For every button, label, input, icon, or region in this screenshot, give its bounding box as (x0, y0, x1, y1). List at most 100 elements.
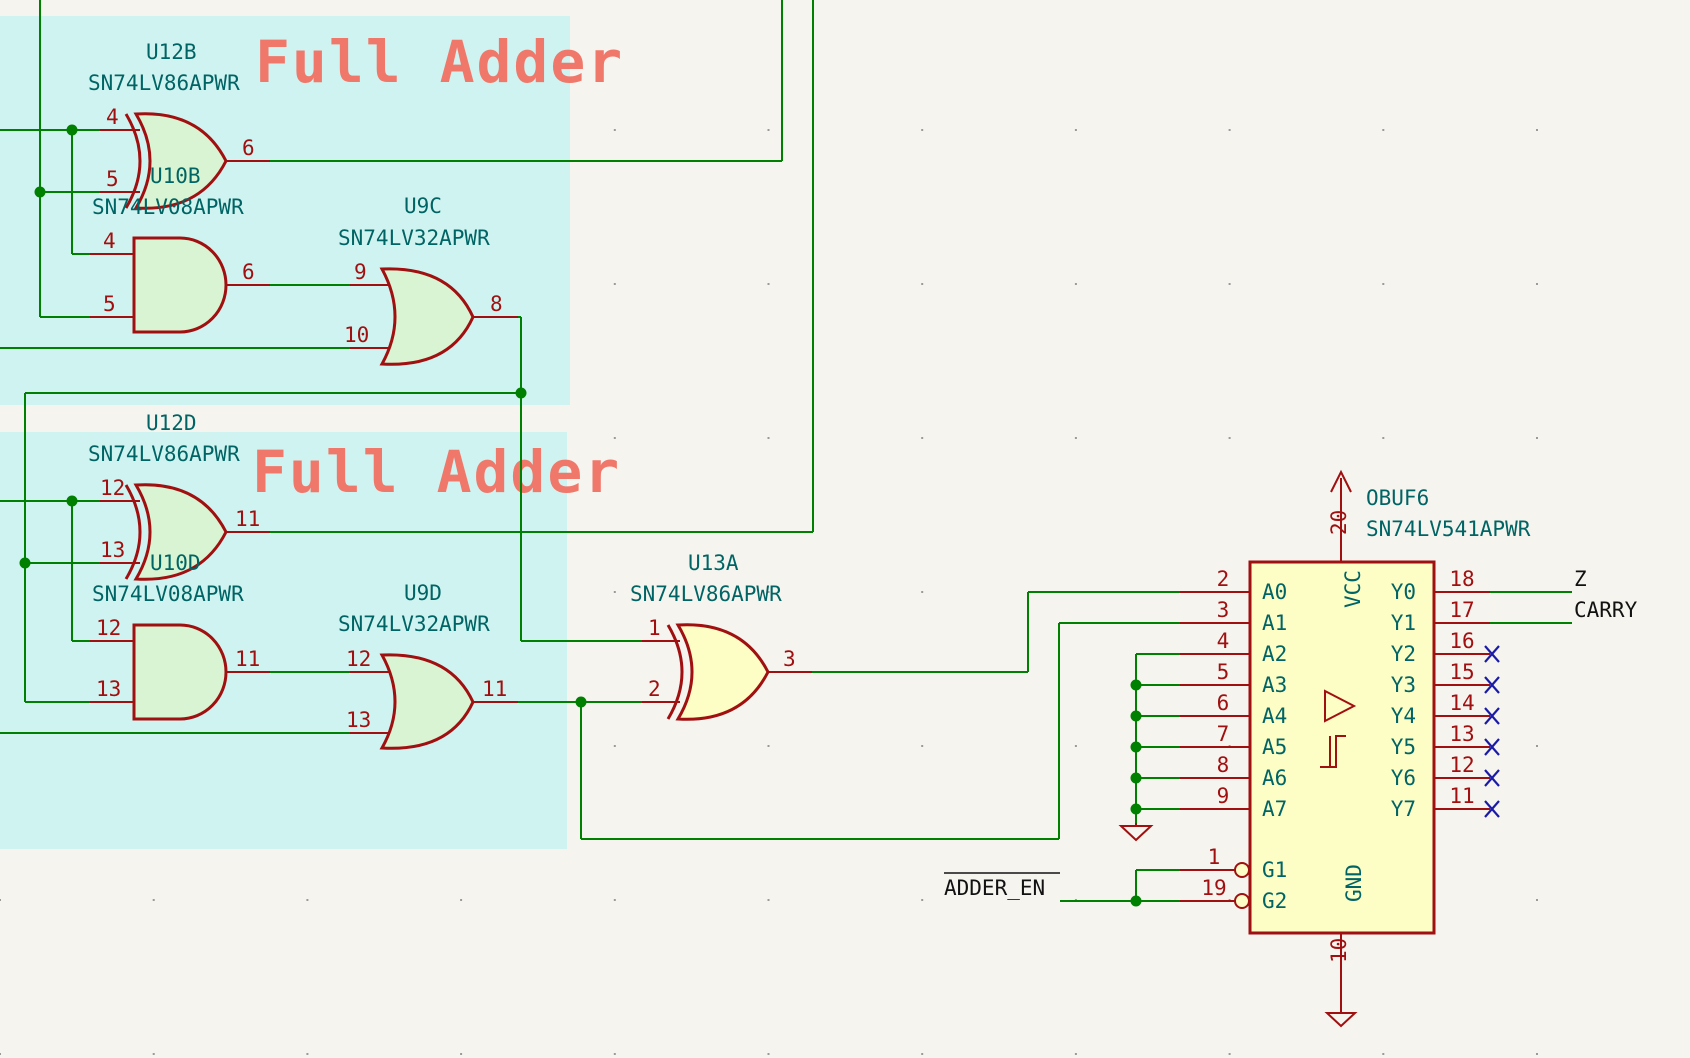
buffer-input-pin-name: A5 (1262, 735, 1287, 759)
svg-text:13: 13 (346, 708, 371, 732)
svg-text:5: 5 (106, 167, 119, 191)
u10d-part: SN74LV08APWR (92, 582, 244, 606)
buffer-enable-pin-number: 1 (1208, 845, 1221, 869)
buffer-output-pin-name: Y5 (1391, 735, 1416, 759)
buffer-enable-pin-name: G2 (1262, 889, 1287, 913)
no-connect-icon (1484, 769, 1500, 787)
svg-text:6: 6 (242, 136, 255, 160)
buffer-obuf6[interactable]: VCC GND 20 10 OBUF6 SN74LV541APWR 2A03A1… (1118, 469, 1531, 1028)
u9d-ref: U9D (404, 581, 442, 605)
buffer-output-pin-number: 11 (1449, 784, 1474, 808)
gate-u12d-xor[interactable]: 12 13 11 U12D SN74LV86APWR (88, 411, 270, 581)
u12d-part: SN74LV86APWR (88, 442, 240, 466)
no-connect-icon (1484, 676, 1500, 694)
u10d-ref: U10D (150, 551, 201, 575)
gnd-pin-number: 10 (1327, 938, 1351, 963)
svg-text:13: 13 (100, 538, 125, 562)
u13a-part: SN74LV86APWR (630, 582, 782, 606)
buffer-input-pin-name: A4 (1262, 704, 1287, 728)
buffer-input-pin-number: 2 (1217, 567, 1230, 591)
full-adder-region-1[interactable] (0, 16, 570, 405)
svg-text:11: 11 (235, 507, 260, 531)
u13a-ref: U13A (688, 551, 739, 575)
svg-text:12: 12 (100, 476, 125, 500)
full-adder-title-1: Full Adder (255, 28, 624, 96)
no-connect-icon (1484, 645, 1500, 663)
buffer-input-pin-number: 9 (1217, 784, 1230, 808)
gate-u10b-and[interactable]: 4 5 6 U10B SN74LV08APWR (90, 164, 270, 334)
u12b-ref: U12B (146, 40, 197, 64)
buffer-output-pin-name: Y2 (1391, 642, 1416, 666)
buffer-output-pin-name: Y4 (1391, 704, 1416, 728)
buffer-output-pin-number: 13 (1449, 722, 1474, 746)
buffer-output-pin-number: 14 (1449, 691, 1474, 715)
no-connect-icon (1484, 800, 1500, 818)
buffer-input-pin-number: 7 (1217, 722, 1230, 746)
u12b-part: SN74LV86APWR (88, 71, 240, 95)
wires (0, 0, 1572, 902)
svg-text:4: 4 (103, 229, 116, 253)
hysteresis-icon (1320, 735, 1346, 768)
buffer-output-pin-number: 18 (1449, 567, 1474, 591)
buffer-enable-pin-number: 19 (1201, 876, 1226, 900)
buffer-input-pin-name: A7 (1262, 797, 1287, 821)
buffer-output-pin-number: 17 (1449, 598, 1474, 622)
buffer-input-pin-number: 6 (1217, 691, 1230, 715)
u9c-part: SN74LV32APWR (338, 226, 490, 250)
buffer-output-pin-name: Y3 (1391, 673, 1416, 697)
net-label-adder-en: ADDER_EN (944, 876, 1045, 900)
buffer-output-pin-name: Y6 (1391, 766, 1416, 790)
vcc-pin-number: 20 (1327, 510, 1351, 535)
buffer-output-pin-number: 12 (1449, 753, 1474, 777)
svg-text:5: 5 (103, 292, 116, 316)
buffer-output-pin-name: Y7 (1391, 797, 1416, 821)
gate-u9c-or[interactable]: 9 10 8 U9C SN74LV32APWR (338, 194, 518, 366)
gate-u9d-or[interactable]: 12 13 11 U9D SN74LV32APWR (338, 581, 518, 750)
buffer-output-pin-name: Y0 (1391, 580, 1416, 604)
svg-text:13: 13 (96, 677, 121, 701)
buffer-output-pin-number: 16 (1449, 629, 1474, 653)
no-connect-icon (1484, 738, 1500, 756)
svg-text:12: 12 (346, 647, 371, 671)
buffer-input-pin-name: A1 (1262, 611, 1287, 635)
u9c-ref: U9C (404, 194, 442, 218)
net-label-z: Z (1574, 567, 1587, 591)
buffer-input-pin-number: 8 (1217, 753, 1230, 777)
obuf6-part: SN74LV541APWR (1366, 517, 1531, 541)
buffer-input-pin-name: A0 (1262, 580, 1287, 604)
buffer-triangle-icon (1324, 689, 1357, 723)
obuf6-ref: OBUF6 (1366, 486, 1429, 510)
u10b-part: SN74LV08APWR (92, 195, 244, 219)
svg-text:2: 2 (648, 677, 661, 701)
no-connect-icon (1484, 707, 1500, 725)
gate-u12b-xor[interactable]: 4 5 6 U12B SN74LV86APWR (88, 40, 270, 210)
svg-text:3: 3 (783, 647, 796, 671)
buffer-input-pin-name: A3 (1262, 673, 1287, 697)
buffer-input-pin-number: 4 (1217, 629, 1230, 653)
buffer-input-pin-name: A6 (1262, 766, 1287, 790)
gnd-label: GND (1342, 864, 1366, 902)
gate-u13a-xor[interactable]: 1 2 3 U13A SN74LV86APWR (630, 551, 812, 721)
gate-u10d-and[interactable]: 12 13 11 U10D SN74LV08APWR (90, 551, 270, 721)
svg-text:11: 11 (235, 647, 260, 671)
svg-text:10: 10 (344, 323, 369, 347)
net-label-carry: CARRY (1574, 598, 1638, 622)
no-connect-markers (1484, 645, 1500, 818)
svg-text:1: 1 (648, 616, 661, 640)
svg-text:12: 12 (96, 616, 121, 640)
svg-text:8: 8 (490, 292, 503, 316)
svg-text:4: 4 (106, 105, 119, 129)
buffer-output-pin-name: Y1 (1391, 611, 1416, 635)
junction-dots (19, 124, 1142, 907)
buffer-input-pin-number: 5 (1217, 660, 1230, 684)
buffer-input-pin-name: A2 (1262, 642, 1287, 666)
full-adder-title-2: Full Adder (252, 438, 621, 506)
svg-text:6: 6 (242, 260, 255, 284)
u9d-part: SN74LV32APWR (338, 612, 490, 636)
svg-text:9: 9 (354, 260, 367, 284)
buffer-input-pin-number: 3 (1217, 598, 1230, 622)
svg-text:11: 11 (482, 677, 507, 701)
u12d-ref: U12D (146, 411, 197, 435)
buffer-output-pin-number: 15 (1449, 660, 1474, 684)
